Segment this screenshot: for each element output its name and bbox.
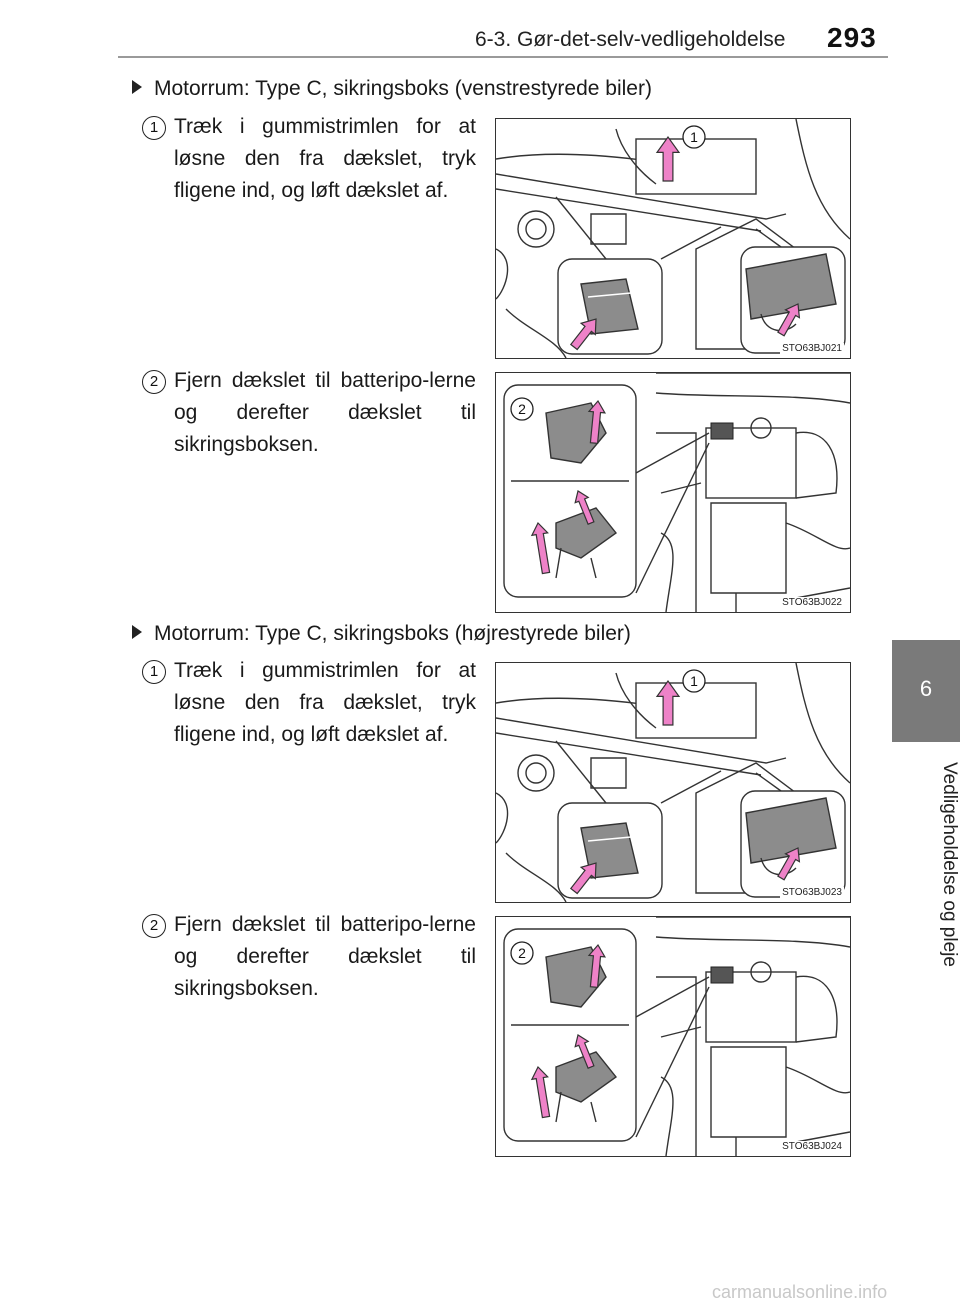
triangle-bullet-icon [132,625,142,639]
figure-code: STO63BJ022 [780,597,844,608]
chapter-tab: 6 [892,640,960,742]
step-text: Træk i gummistrimlen for at løsne den fr… [174,115,476,202]
step-number-badge: 1 [142,660,166,684]
illustration-remove-cover: 1 STO63BJ023 [495,662,851,903]
step-text: Fjern dækslet til batteripo-lerne og der… [174,913,476,1000]
section-heading-text: Motorrum: Type C, sikringsboks (venstres… [154,77,652,100]
svg-text:2: 2 [518,945,526,961]
section-heading-rhd: Motorrum: Type C, sikringsboks (højresty… [132,622,631,646]
watermark: carmanualsonline.info [712,1282,888,1302]
battery-terminal-cover-drawing: 2 [503,917,850,1156]
step-number-badge: 1 [142,116,166,140]
header-divider [118,56,888,58]
illustration-remove-terminal-cover: 2 STO63BJ024 [495,916,851,1157]
figure-code: STO63BJ021 [780,343,844,354]
figure-code: STO63BJ024 [780,1141,844,1152]
battery-terminal-cover-drawing: 2 [503,373,850,612]
step-number-badge: 2 [142,914,166,938]
step-text: Træk i gummistrimlen for at løsne den fr… [174,659,476,746]
figure-code: STO63BJ023 [780,887,844,898]
section-heading-lhd: Motorrum: Type C, sikringsboks (venstres… [132,77,652,101]
illustration-remove-cover: 1 STO63BJ021 [495,118,851,359]
chapter-number: 6 [919,676,933,701]
engine-bay-cover-drawing: 1 [496,663,850,902]
illustration-remove-terminal-cover: 2 STO63BJ022 [495,372,851,613]
section-heading-text: Motorrum: Type C, sikringsboks (højresty… [154,622,631,645]
step-number-badge: 2 [142,370,166,394]
step-text: Fjern dækslet til batteripo-lerne og der… [174,369,476,456]
chapter-label: Vedligeholdelse og pleje [939,761,960,967]
triangle-bullet-icon [132,80,142,94]
running-header-title: 6-3. Gør-det-selv-vedligeholdelse [475,28,786,51]
svg-text:2: 2 [518,401,526,417]
svg-text:1: 1 [690,129,698,145]
svg-text:1: 1 [690,673,698,689]
engine-bay-cover-drawing: 1 [496,119,850,358]
page-number: 293 [827,22,877,53]
